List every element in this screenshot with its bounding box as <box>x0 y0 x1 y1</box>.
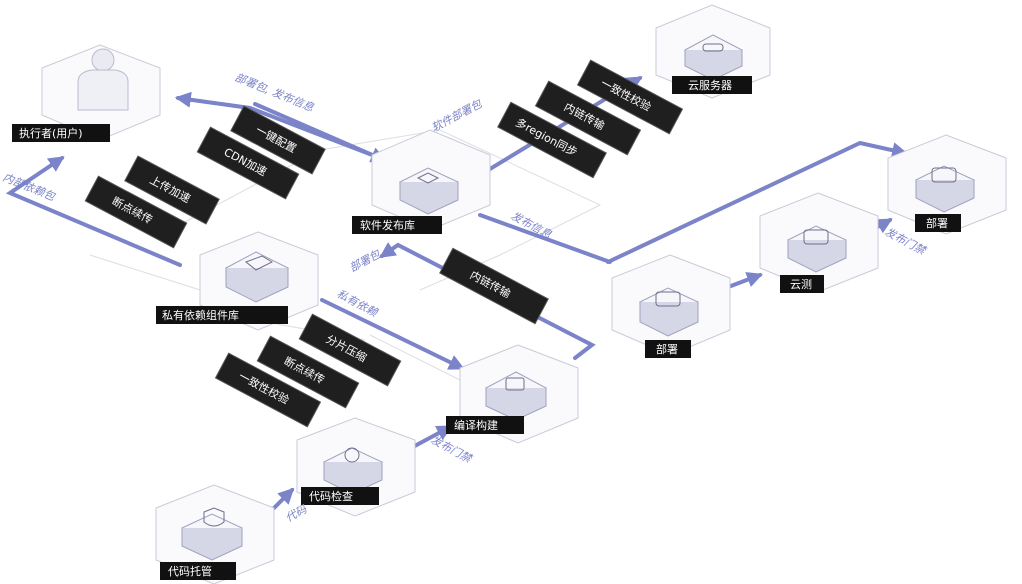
node-deploy-1-label: 部署 <box>656 342 678 356</box>
flow-deploy-to-top <box>606 140 909 264</box>
server-icon <box>683 34 744 81</box>
flow-private-to-build <box>320 298 465 370</box>
code-check-icon <box>322 447 384 495</box>
node-cloud-test-label: 云测 <box>790 278 812 291</box>
node-user-label: 执行者(用户) <box>19 126 83 140</box>
node-deploy-2[interactable]: 部署 <box>887 134 1007 235</box>
flow-user-to-release <box>253 102 387 163</box>
node-release-repo-label: 软件发布库 <box>360 218 415 232</box>
node-cloud-server-label: 云服务器 <box>688 79 732 92</box>
flow-label-private-dep: 私有依赖 <box>335 287 381 320</box>
deploy-icon <box>638 287 700 337</box>
node-build[interactable]: 编译构建 <box>446 344 579 444</box>
flow-private-lib-to-user <box>5 156 182 267</box>
node-private-lib[interactable]: 私有依赖组件库 <box>156 231 319 331</box>
node-release-repo[interactable]: 软件发布库 <box>352 129 491 234</box>
flow-label-release-info: 发布信息 <box>509 209 554 241</box>
user-icon <box>77 48 129 111</box>
flow-label-deploy-pkg: 部署包 <box>347 247 383 274</box>
node-code-check-label: 代码检查 <box>309 489 353 503</box>
node-deploy-2-label: 部署 <box>926 216 948 230</box>
card-one-click-config: 一键配置 <box>230 105 326 175</box>
flow-release-to-deploy <box>478 213 612 264</box>
node-cloud-server[interactable]: 云服务器 <box>655 4 771 99</box>
flow-label-release-gate-2: 发布门禁 <box>429 433 476 466</box>
flow-build-to-release <box>379 242 596 360</box>
build-icon <box>484 371 548 421</box>
flow-label-software-deploy-pkg: 软件部署包 <box>429 97 485 135</box>
box-icon <box>398 167 460 215</box>
node-deploy-1[interactable]: 部署 <box>611 254 731 358</box>
node-user[interactable]: 执行者(用户) <box>12 44 161 142</box>
card-intranet-2: 内链传输 <box>439 247 549 325</box>
flow-label-private-dep-package: 内部依赖包 <box>1 171 58 204</box>
node-code-hosting-label: 代码托管 <box>168 564 212 578</box>
shield-icon <box>180 507 244 561</box>
package-icon <box>224 251 290 303</box>
node-code-check[interactable]: 代码检查 <box>296 417 416 517</box>
node-code-hosting[interactable]: 代码托管 <box>155 484 275 584</box>
flow-label-code: 代码 <box>283 502 309 524</box>
node-cloud-test[interactable]: 云测 <box>759 192 879 293</box>
deploy-icon-2 <box>914 165 976 213</box>
node-build-label: 编译构建 <box>454 418 498 432</box>
cloud-test-icon <box>786 225 848 273</box>
node-private-lib-label: 私有依赖组件库 <box>162 308 239 322</box>
